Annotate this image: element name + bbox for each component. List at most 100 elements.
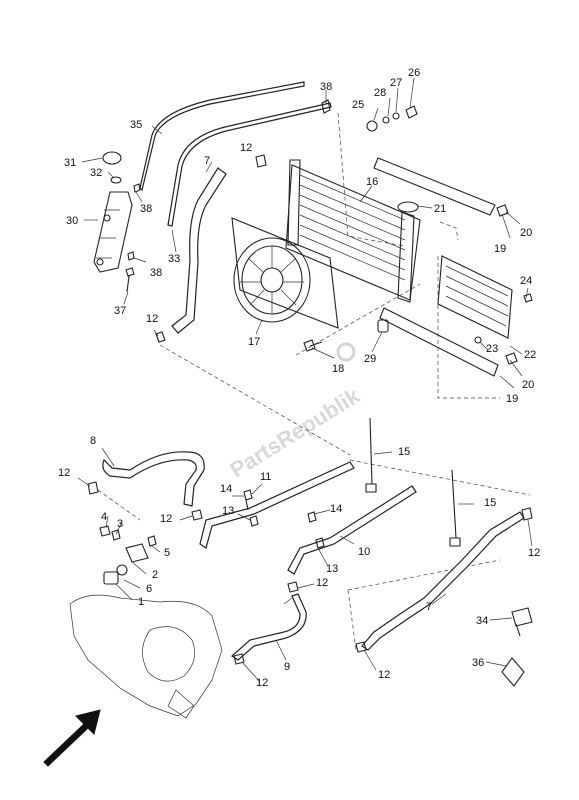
- callout-20-b: 20: [522, 379, 534, 391]
- bolt-26: [405, 105, 418, 119]
- hose-clamp-12-pipe11: [191, 509, 203, 521]
- callout-5: 5: [164, 547, 170, 559]
- callout-16: 16: [366, 176, 378, 188]
- callout-23: 23: [486, 343, 498, 355]
- watermark-gear-icon: [336, 342, 356, 362]
- callout-26: 26: [408, 67, 420, 79]
- pipe-bolt-14b: [307, 511, 317, 523]
- callout-12-h: 12: [378, 669, 390, 681]
- radiator-side-tank-right: [397, 211, 415, 303]
- pipe-clip-13: [249, 515, 259, 527]
- breather-hose-33: [167, 102, 332, 227]
- bolt-37: [125, 267, 135, 293]
- callout-29: 29: [364, 353, 376, 365]
- pipe-bolt-14: [243, 489, 253, 511]
- bolt-24: [523, 293, 533, 303]
- bolt-4: [99, 525, 111, 537]
- bolt-20-upper: [496, 204, 509, 217]
- reference-line-4: [439, 221, 459, 241]
- callout-12-g: 12: [256, 677, 268, 689]
- radiator-hose-7-upper: [171, 167, 227, 334]
- hose-clamp-12-upper: [255, 154, 267, 168]
- callout-12-d: 12: [160, 513, 172, 525]
- reservoir-cap-gasket-32: [110, 176, 122, 184]
- callout-15-a: 15: [398, 446, 410, 458]
- reference-line-3: [159, 344, 351, 456]
- callout-28: 28: [374, 87, 386, 99]
- callout-12-a: 12: [240, 142, 252, 154]
- callout-9: 9: [284, 661, 290, 673]
- callout-19-b: 19: [506, 393, 518, 405]
- oil-cooler-fins: [445, 265, 509, 327]
- front-direction-arrow-icon: [43, 709, 101, 767]
- callout-34: 34: [476, 615, 488, 627]
- bolt-20-lower: [505, 352, 518, 365]
- callout-14-b: 14: [330, 503, 342, 515]
- reservoir-mount-hole: [103, 214, 111, 222]
- callout-6: 6: [146, 583, 152, 595]
- pipe-clip-13b: [315, 537, 325, 549]
- water-pump-cover-2: [125, 543, 149, 563]
- hose-clamp-12-hose8: [87, 481, 99, 495]
- bolt-3: [111, 529, 121, 541]
- reference-line-7: [97, 489, 141, 521]
- reference-line-1: [337, 112, 405, 247]
- water-hose-9: [231, 593, 307, 661]
- callout-18: 18: [332, 363, 344, 375]
- callout-20-a: 20: [520, 227, 532, 239]
- radiator-core-16: [285, 164, 421, 301]
- callout-12-b: 12: [146, 313, 158, 325]
- radiator-fins: [299, 174, 406, 281]
- water-hose-8: [102, 451, 205, 507]
- radiator-bracket-19-lower: [379, 307, 499, 377]
- callout-38-c: 38: [150, 267, 162, 279]
- callout-21: 21: [434, 203, 446, 215]
- callout-38-a: 38: [320, 81, 332, 93]
- callout-33: 33: [168, 253, 180, 265]
- callout-13-b: 13: [326, 563, 338, 575]
- long-bolt-15-b: [449, 469, 461, 547]
- callout-14-a: 14: [220, 483, 232, 495]
- washer-28: [382, 116, 390, 124]
- coolant-pipe-10: [287, 485, 417, 575]
- hose-clamp-12-lower-mid: [355, 641, 367, 653]
- hose-clamp-12-lower-right: [521, 507, 533, 521]
- callout-13-a: 13: [222, 505, 234, 517]
- callout-36: 36: [472, 657, 484, 669]
- collar-23: [474, 336, 482, 344]
- radiator-cap-21: [397, 201, 419, 213]
- reference-line-2: [437, 256, 500, 399]
- callout-17: 17: [248, 336, 260, 348]
- callout-25: 25: [352, 99, 364, 111]
- callout-24: 24: [520, 275, 532, 287]
- fan-shroud: [231, 217, 339, 329]
- callout-37: 37: [114, 305, 126, 317]
- hose-clip-38-low: [127, 251, 135, 261]
- radiator-fan-17: [233, 237, 311, 323]
- callout-labels: 1 2 3 4 5 6 7 7 8 9 10 11 12 12 12 12 12…: [58, 67, 540, 689]
- hose-clamp-12-hose9: [287, 581, 299, 593]
- callout-12-c: 12: [58, 467, 70, 479]
- callout-19-a: 19: [494, 243, 506, 255]
- hose-clamp-12-left: [155, 331, 166, 343]
- o-ring-6: [116, 564, 128, 576]
- reference-line-5: [295, 283, 421, 356]
- callout-32: 32: [90, 167, 102, 179]
- callout-22: 22: [524, 349, 536, 361]
- hose-clip-38-left: [133, 183, 141, 193]
- hose-clamp-12-hose9-low: [233, 653, 245, 665]
- radiator-bracket-19-upper: [373, 157, 496, 216]
- collar-25: [366, 120, 378, 132]
- callout-7-lower: 7: [426, 601, 432, 613]
- callout-8: 8: [90, 435, 96, 447]
- coolant-pipe-11: [199, 461, 355, 549]
- oil-cooler-22: [437, 255, 513, 339]
- overflow-hose-35: [139, 81, 305, 192]
- reservoir-cap-31: [102, 151, 122, 165]
- engine-block: [69, 594, 223, 717]
- callout-4: 4: [101, 511, 107, 523]
- callout-12-f: 12: [528, 547, 540, 559]
- callout-3: 3: [117, 518, 123, 530]
- callout-15-b: 15: [484, 497, 496, 509]
